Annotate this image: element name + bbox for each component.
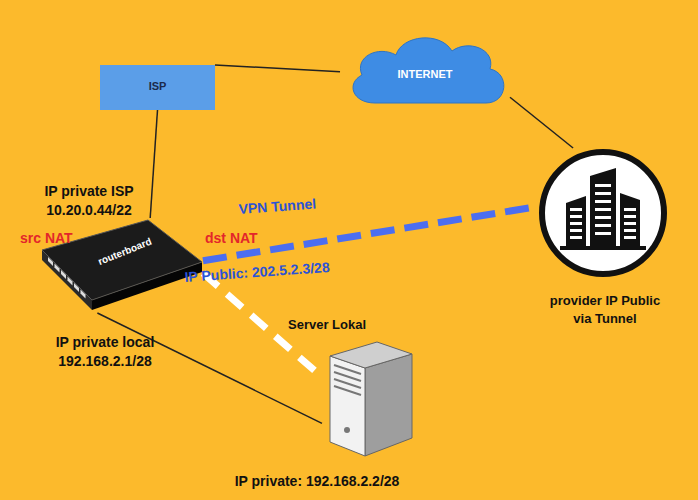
window-stripe: [595, 208, 611, 211]
network-link: [150, 110, 157, 218]
window-stripe: [624, 229, 636, 232]
router-port: [68, 277, 73, 286]
icon-ring: [542, 152, 664, 274]
node-label: INTERNET: [340, 67, 510, 82]
node-label: provider IP Public via Tunnel: [545, 292, 665, 327]
address-label: IP private: 192.168.2.2/28: [207, 472, 427, 491]
network-link: [510, 97, 573, 148]
router-device: IP private ISP 10.20.0.44/22src NATIP pr…: [38, 218, 203, 313]
window-stripe: [595, 184, 611, 187]
router-port: [61, 270, 66, 279]
connector-label: VPN Tunnel: [238, 195, 317, 219]
nat-label: dst NAT: [205, 229, 258, 248]
address-label: IP private local 192.168.2.1/28: [40, 333, 170, 371]
router-port: [55, 264, 60, 273]
brand-text: routerboard: [96, 235, 154, 269]
address-label: IP Public: 202.5.2.3/28: [184, 258, 330, 287]
window-stripe: [595, 200, 611, 203]
address-label: IP private ISP 10.20.0.44/22: [28, 182, 150, 220]
box-fill: [100, 65, 215, 110]
server-top: [330, 342, 412, 368]
provider-icon: provider IP Public via Tunnel: [538, 148, 668, 278]
window-stripe: [595, 232, 611, 235]
drive-slot: [334, 386, 361, 395]
building: [620, 193, 640, 246]
internet-cloud: INTERNET: [340, 25, 510, 110]
nat-label: src NAT: [20, 229, 90, 248]
window-stripe: [570, 236, 582, 239]
node-label: ISP: [100, 79, 215, 94]
internet-cloud-outline: [340, 25, 510, 110]
window-stripe: [570, 229, 582, 232]
window-stripe: [595, 192, 611, 195]
window-stripe: [595, 224, 611, 227]
window-stripe: [595, 216, 611, 219]
server-front: [330, 356, 365, 456]
router-port: [81, 290, 86, 299]
window-stripe: [570, 215, 582, 218]
window-stripe: [624, 208, 636, 211]
window-stripe: [570, 222, 582, 225]
power-button: [344, 427, 350, 433]
router-port: [48, 257, 53, 266]
building: [566, 196, 586, 246]
window-stripe: [624, 215, 636, 218]
window-stripe: [624, 222, 636, 225]
server-icon-outline: [322, 338, 420, 460]
window-stripe: [624, 236, 636, 239]
server-icon: Server LokalIP private: 192.168.2.2/28: [322, 338, 420, 460]
provider-icon-outline: [538, 148, 668, 278]
server-side: [365, 354, 412, 456]
node-label: Server Lokal: [288, 316, 388, 334]
isp-box: ISP: [100, 65, 215, 110]
network-link: [215, 65, 340, 72]
router-port: [74, 283, 79, 292]
window-stripe: [570, 208, 582, 211]
building: [590, 168, 616, 246]
ground-line: [560, 246, 646, 250]
